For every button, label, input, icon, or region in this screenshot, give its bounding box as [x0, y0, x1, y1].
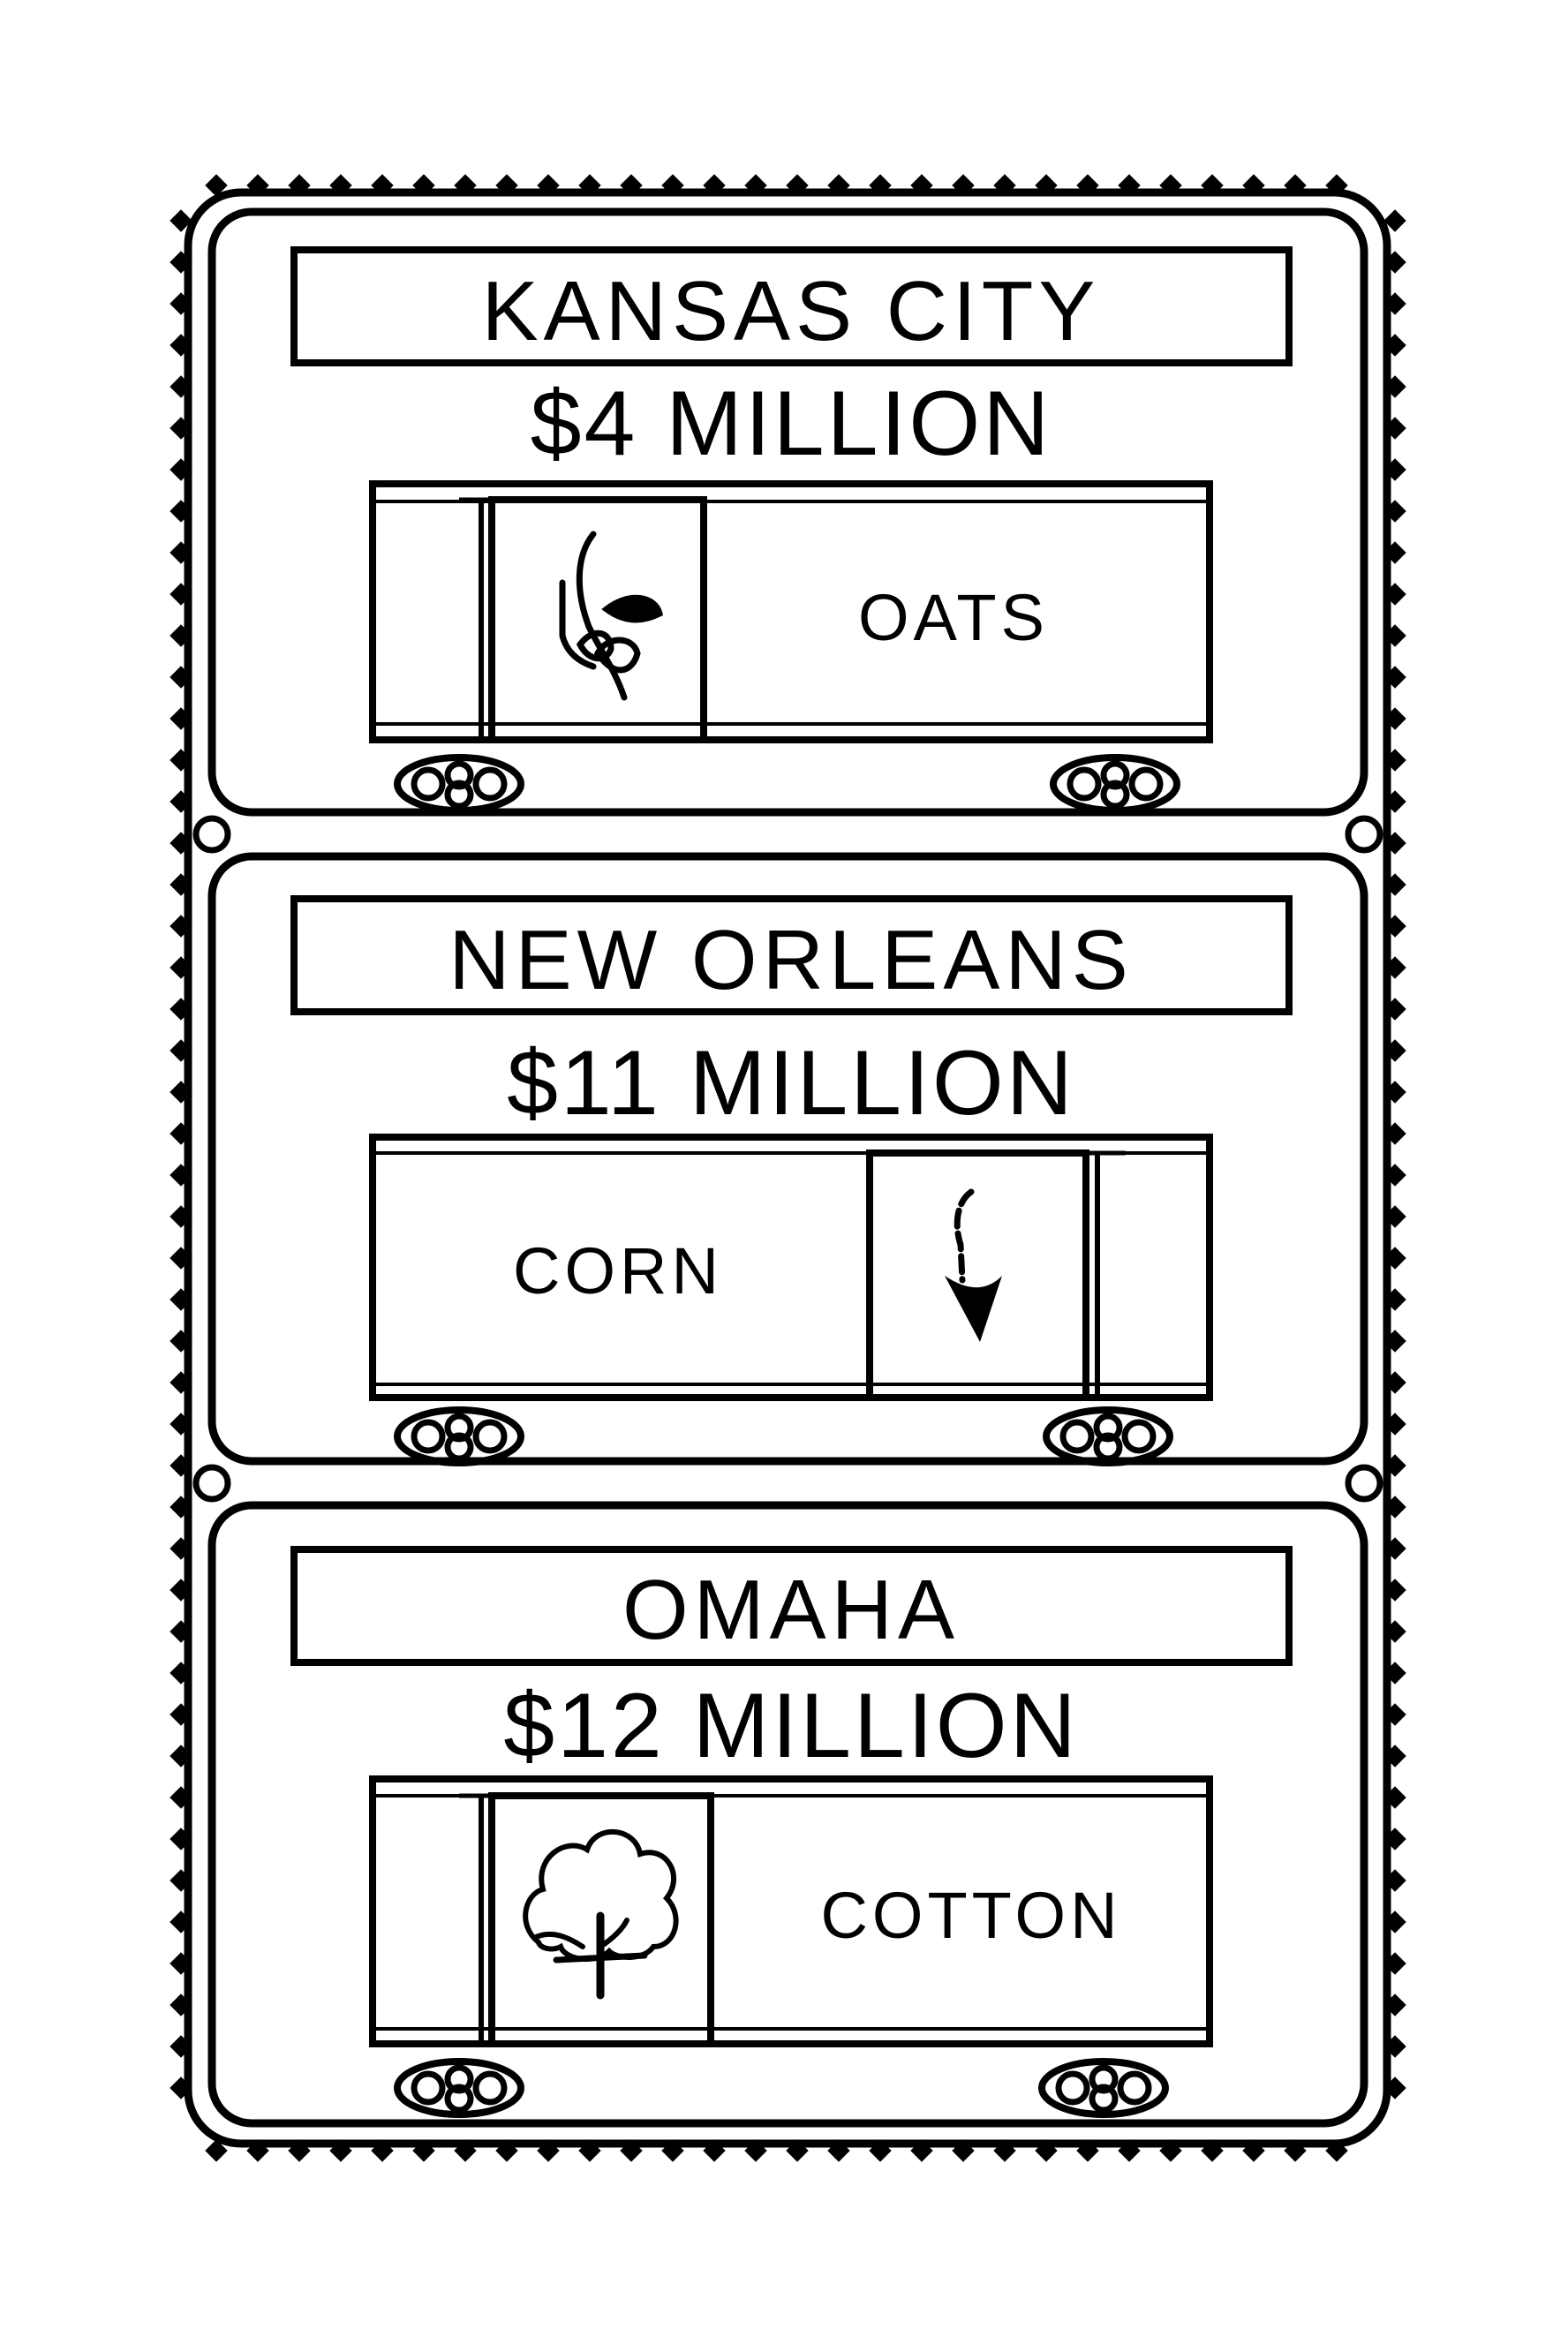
stamp-omaha: OMAHA $12 MILLION COTTON	[207, 1501, 1368, 2128]
boxcar: OATS	[369, 480, 1213, 814]
corn-icon	[945, 1188, 1002, 1342]
city-banner	[290, 1546, 1293, 1666]
crop-label: OATS	[858, 581, 1049, 654]
boxcar: COTTON	[369, 1775, 1213, 2118]
wheel-truck-right	[1050, 754, 1180, 814]
boxcar-door	[488, 496, 707, 743]
city-banner	[290, 895, 1293, 1015]
value-label: $4 MILLION	[531, 373, 1052, 475]
crop-label: CORN	[513, 1234, 723, 1308]
stamp-frame	[207, 852, 1368, 1466]
wheel-truck-left	[394, 754, 524, 814]
city-name: KANSAS CITY	[482, 264, 1101, 358]
stamp-new-orleans: NEW ORLEANS $11 MILLION CORN	[207, 852, 1368, 1466]
city-name: OMAHA	[622, 1563, 960, 1657]
wheel-truck-right	[1038, 2058, 1169, 2118]
stamp-frame	[207, 207, 1368, 817]
boxcar-door	[866, 1149, 1089, 1401]
crop-label: COTTON	[820, 1879, 1121, 1952]
junction-ornament	[192, 815, 1383, 1503]
boxcar-body	[369, 480, 1213, 743]
cotton-icon	[523, 1828, 679, 2000]
boxcar-body	[369, 1134, 1213, 1401]
wheel-truck-right	[1043, 1406, 1173, 1466]
sheet-outer-frame	[184, 188, 1391, 2148]
boxcar-door	[488, 1792, 714, 2047]
wheel-truck-left	[394, 1406, 524, 1466]
city-name: NEW ORLEANS	[449, 913, 1133, 1007]
value-label: $12 MILLION	[503, 1675, 1079, 1777]
stamp-frame	[207, 1501, 1368, 2128]
boxcar: CORN	[369, 1134, 1213, 1466]
stamp-kansas-city: KANSAS CITY $4 MILLION OATS	[207, 207, 1368, 817]
city-banner	[290, 246, 1293, 366]
wheel-truck-left	[394, 2058, 524, 2118]
oats-icon	[559, 531, 664, 701]
boxcar-body	[369, 1775, 1213, 2047]
value-label: $11 MILLION	[507, 1032, 1075, 1134]
